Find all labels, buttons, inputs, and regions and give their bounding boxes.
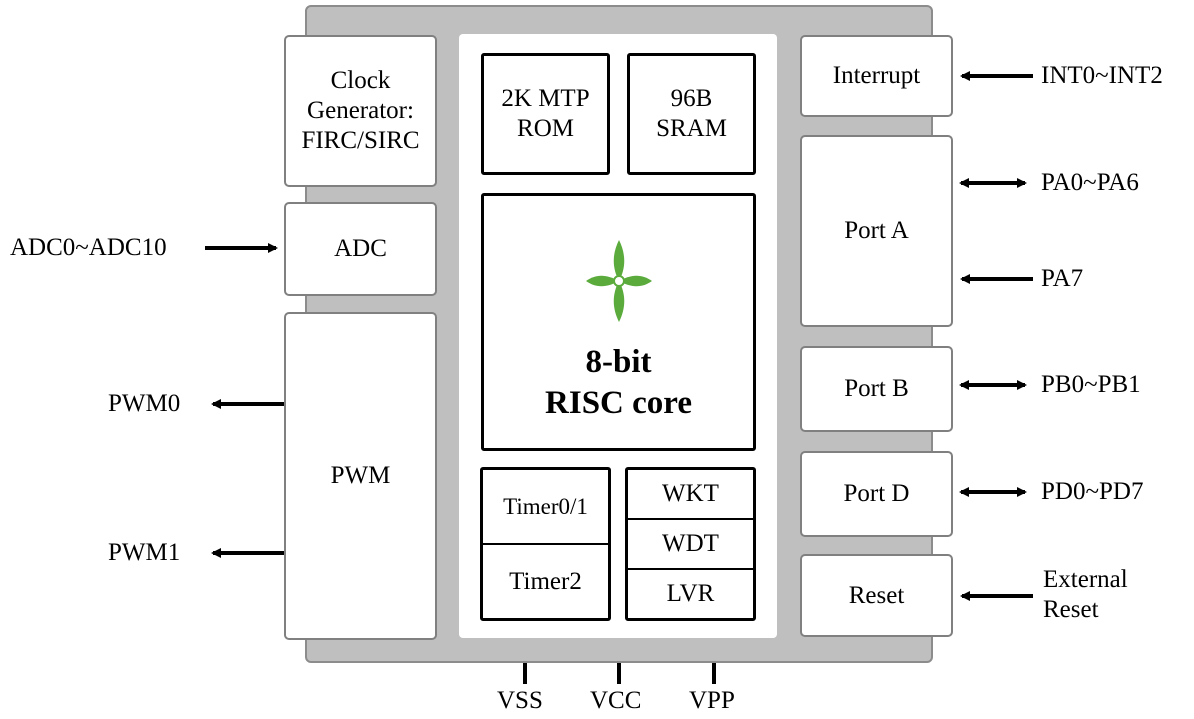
fan-logo-icon [585, 240, 652, 322]
timer-stack: Timer0/1 Timer2 [480, 467, 611, 621]
pwm1-signal-label: PWM1 [108, 539, 181, 566]
port-a-label: Port A [844, 217, 909, 244]
reset-block: Reset [800, 554, 953, 637]
pb-signal-label: PB0~PB1 [1041, 371, 1141, 398]
interrupt-label: Interrupt [832, 62, 921, 89]
risc-core-block: 8-bit RISC core [481, 193, 756, 451]
timer0-1-cell: Timer0/1 [503, 493, 588, 519]
vss-label: VSS [497, 687, 543, 714]
system-stack: WKT WDT LVR [625, 467, 756, 621]
clock-generator-label: Clock Generator: FIRC/SIRC [301, 67, 420, 154]
port-a-block: Port A [800, 135, 953, 327]
vpp-label: VPP [689, 687, 735, 714]
pwm-block: PWM [284, 312, 437, 640]
wkt-cell: WKT [662, 480, 719, 507]
adc-block: ADC [284, 202, 437, 296]
int-signal-label: INT0~INT2 [1041, 62, 1163, 89]
clock-generator-block: Clock Generator: FIRC/SIRC [284, 35, 437, 187]
ext-reset-signal-label: External Reset [1043, 566, 1128, 623]
rom-block: 2K MTP ROM [481, 53, 610, 175]
vcc-label: VCC [590, 687, 642, 714]
pa0-6-signal-label: PA0~PA6 [1041, 169, 1139, 196]
sram-block: 96B SRAM [627, 53, 756, 175]
pwm-label: PWM [330, 462, 391, 489]
adc-signal-label: ADC0~ADC10 [10, 234, 167, 261]
sram-label: 96B SRAM [656, 85, 727, 142]
port-b-block: Port B [800, 346, 953, 432]
port-b-label: Port B [844, 375, 909, 402]
wdt-cell: WDT [628, 518, 753, 568]
port-d-block: Port D [800, 451, 953, 537]
timer2-cell: Timer2 [483, 543, 608, 618]
lvr-cell: LVR [628, 568, 753, 618]
reset-label: Reset [848, 581, 905, 609]
rom-label: 2K MTP ROM [501, 85, 590, 142]
interrupt-block: Interrupt [800, 35, 953, 117]
pa7-signal-label: PA7 [1041, 265, 1084, 292]
port-d-label: Port D [843, 480, 910, 507]
adc-label: ADC [334, 235, 387, 262]
core-label: 8-bit RISC core [545, 344, 692, 422]
pwm0-signal-label: PWM0 [108, 390, 181, 417]
pd-signal-label: PD0~PD7 [1041, 478, 1144, 505]
